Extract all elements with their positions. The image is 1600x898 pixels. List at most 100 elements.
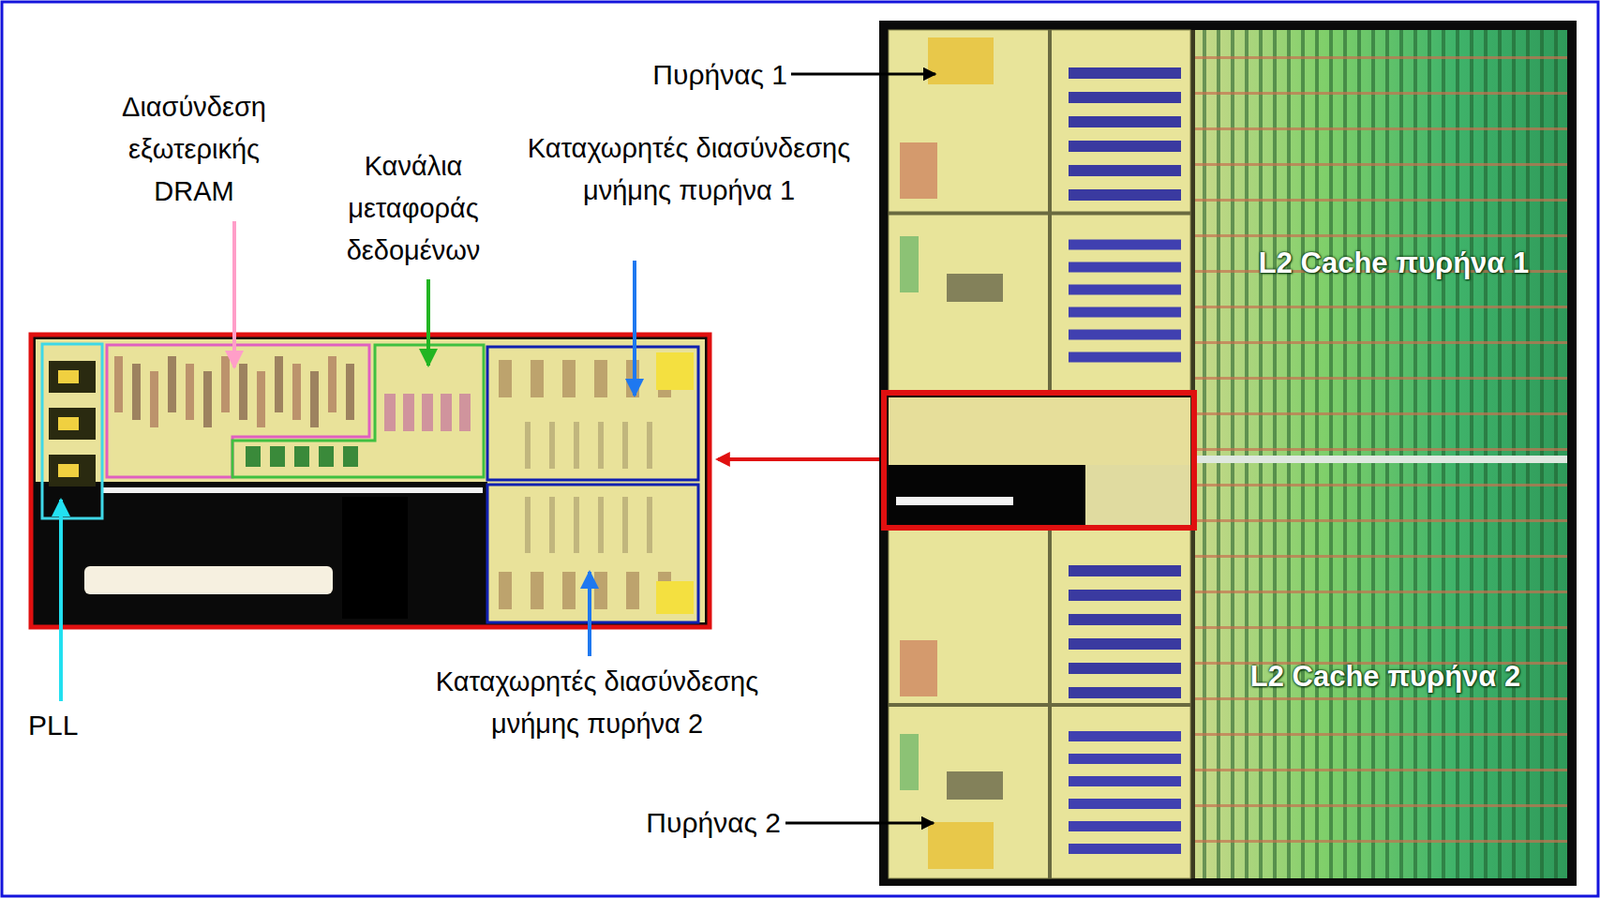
die-detail — [1068, 307, 1182, 318]
die-detail — [1068, 329, 1182, 341]
die-detail — [1068, 776, 1182, 787]
die-detail — [103, 487, 483, 494]
die-detail — [1315, 29, 1319, 879]
die-detail — [106, 344, 370, 478]
die-detail — [927, 37, 994, 85]
die-detail — [345, 363, 355, 420]
die-detail — [384, 393, 396, 432]
die-detail — [646, 496, 653, 554]
die-detail — [562, 359, 576, 398]
die-detail — [1258, 29, 1263, 879]
die-detail — [888, 702, 1191, 707]
die-detail — [1195, 839, 1568, 843]
die-detail — [1190, 29, 1568, 879]
die-detail — [717, 457, 880, 462]
die-detail — [1441, 29, 1446, 879]
die-detail — [1068, 753, 1182, 764]
die-detail — [587, 571, 592, 657]
die-detail — [1195, 590, 1568, 594]
die-detail — [1068, 352, 1182, 363]
die-detail — [30, 334, 710, 628]
die-detail — [656, 352, 694, 390]
die-detail — [896, 496, 1014, 506]
die-detail — [1195, 305, 1568, 309]
die-detail — [1085, 464, 1191, 525]
die-detail — [1497, 29, 1502, 879]
die-detail — [1554, 29, 1558, 879]
die-detail — [426, 279, 431, 366]
die-detail — [203, 371, 212, 428]
die-detail — [573, 496, 580, 554]
die-detail — [1357, 29, 1361, 879]
die-detail — [1195, 341, 1568, 344]
die-detail — [622, 496, 629, 554]
die-detail — [888, 397, 1191, 465]
die-detail — [1195, 519, 1568, 523]
die-detail — [185, 363, 195, 420]
die-detail — [269, 446, 285, 467]
die-detail — [1300, 29, 1305, 879]
die-detail — [1195, 127, 1568, 131]
die-detail — [927, 822, 994, 869]
die-detail — [1195, 29, 1568, 879]
die-detail — [791, 73, 936, 76]
region-label: L2 Cache πυρήνα 1 — [1211, 245, 1577, 282]
callout-label: Διασύνδεση εξωτερικής DRAM — [90, 86, 298, 213]
die-detail — [888, 527, 1191, 879]
die-detail — [232, 344, 484, 478]
die-detail — [1195, 198, 1568, 202]
die-detail — [524, 496, 531, 554]
die-detail — [274, 356, 284, 413]
die-detail — [1540, 29, 1544, 879]
die-detail — [549, 496, 555, 554]
die-detail — [1385, 29, 1390, 879]
die-detail — [310, 371, 319, 428]
die-detail — [1068, 687, 1182, 699]
die-detail — [1371, 29, 1376, 879]
die-detail — [946, 771, 1003, 800]
die-detail — [343, 446, 359, 467]
die-detail — [1244, 29, 1249, 879]
die-detail — [899, 142, 938, 199]
callout-label: Καταχωρητές διασύνδεσης μνήμης πυρήνα 1 — [510, 127, 868, 212]
die-detail — [42, 343, 103, 519]
die-detail — [899, 236, 919, 293]
die-detail — [1195, 163, 1568, 166]
die-detail — [562, 571, 576, 610]
callout-label: Πυρήνας 1 — [562, 58, 788, 92]
die-detail — [1483, 29, 1488, 879]
die-detail — [487, 339, 705, 623]
die-detail — [132, 363, 141, 420]
die-detail — [318, 446, 334, 467]
die-detail — [1195, 732, 1568, 736]
die-detail — [1216, 29, 1221, 879]
die-detail — [48, 407, 96, 440]
die-detail — [632, 260, 637, 396]
die-detail — [221, 356, 230, 413]
die-detail — [498, 359, 512, 398]
die-detail — [573, 421, 580, 469]
die-detail — [48, 454, 96, 487]
die-detail — [440, 393, 452, 432]
die-detail — [1427, 29, 1432, 879]
die-detail — [888, 464, 1086, 525]
die-detail — [1343, 29, 1347, 879]
die-detail — [626, 571, 640, 610]
die-detail — [1511, 29, 1516, 879]
die-detail — [888, 211, 1191, 216]
die-detail — [530, 359, 544, 398]
die-detail — [1399, 29, 1404, 879]
die-detail — [646, 421, 653, 469]
die-detail — [1068, 239, 1182, 251]
die-detail — [1068, 662, 1182, 674]
die-detail — [598, 421, 604, 469]
die-detail — [1525, 29, 1530, 879]
die-detail — [1068, 262, 1182, 273]
die-detail — [459, 393, 471, 432]
die-detail — [59, 499, 63, 702]
die-detail — [421, 393, 434, 432]
callout-label: PLL — [28, 708, 122, 743]
die-detail — [594, 359, 608, 398]
